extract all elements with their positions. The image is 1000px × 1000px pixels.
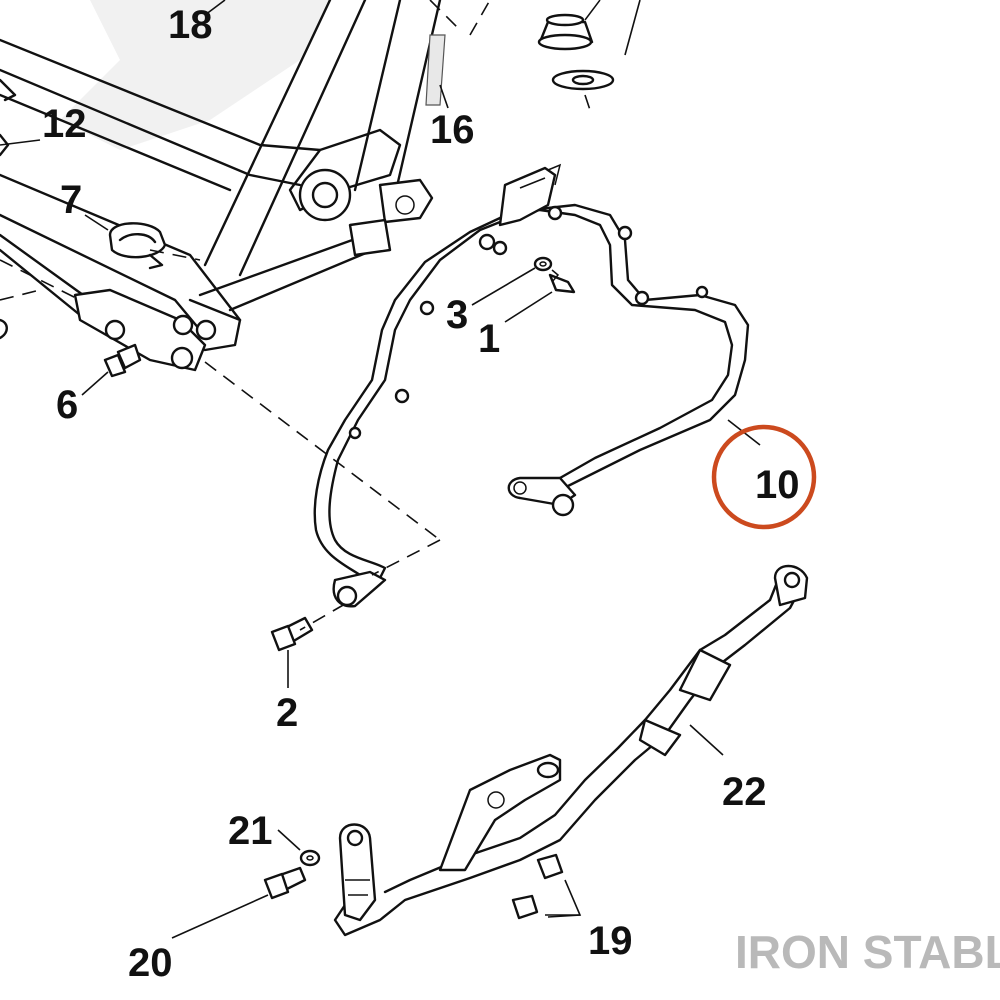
bolt-part-20 bbox=[263, 866, 307, 900]
watermark-text: IRON STABLE bbox=[735, 926, 1000, 978]
callout-12: 12 bbox=[42, 102, 87, 146]
callout-22: 22 bbox=[722, 770, 767, 814]
callout-1: 1 bbox=[478, 317, 500, 361]
bolt-part-19 bbox=[511, 853, 564, 920]
screw-part-6 bbox=[103, 343, 142, 378]
callout-19: 19 bbox=[588, 919, 633, 963]
callout-10: 10 bbox=[755, 463, 800, 507]
clamp-part-7 bbox=[108, 222, 167, 270]
callout-16: 16 bbox=[430, 108, 475, 152]
crash-bar-lower-part-22 bbox=[333, 564, 809, 937]
callout-21: 21 bbox=[228, 809, 273, 853]
crash-bar-upper-part-10 bbox=[313, 163, 750, 608]
assembly-lines bbox=[0, 0, 591, 631]
bearing-assembly bbox=[537, 0, 615, 91]
washer-part-3 bbox=[533, 256, 553, 272]
callout-18: 18 bbox=[168, 3, 213, 47]
frame-assembly bbox=[0, 0, 442, 372]
callout-3: 3 bbox=[446, 293, 468, 337]
bolt-part-1 bbox=[548, 269, 576, 294]
rod-part-16 bbox=[425, 34, 446, 106]
callout-20: 20 bbox=[128, 941, 173, 985]
bolt-part-2 bbox=[270, 616, 314, 652]
callout-2: 2 bbox=[276, 691, 298, 735]
highlight-circle bbox=[711, 424, 817, 530]
washer-part-21 bbox=[299, 849, 321, 867]
callout-7: 7 bbox=[60, 178, 82, 222]
callout-6: 6 bbox=[56, 383, 78, 427]
callouts: 18 12 7 6 16 3 1 10 2 22 21 20 19 bbox=[42, 3, 800, 985]
background-mark bbox=[60, 0, 330, 150]
